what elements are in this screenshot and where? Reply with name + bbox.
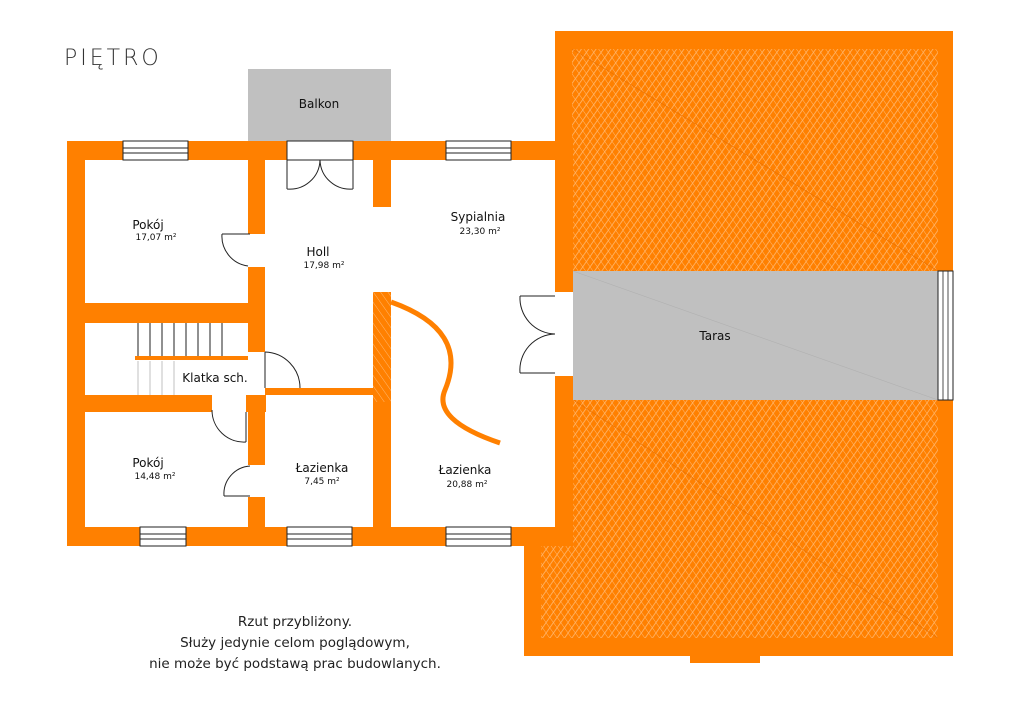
door-klatka (264, 351, 301, 389)
balkon-label: Balkon (299, 97, 339, 111)
disclaimer-line-1: Rzut przybliżony. (237, 614, 353, 630)
stairs (85, 323, 248, 395)
door-lazienka-small (223, 465, 251, 497)
lazienka-small-area: 7,45 m² (304, 477, 340, 487)
holl-label: Holl (306, 245, 329, 259)
balcony-door (286, 140, 354, 190)
door-taras (519, 292, 573, 376)
page-title: PIĘTRO (64, 46, 162, 71)
lazienka-small-label: Łazienka (295, 461, 349, 475)
disclaimer-line-2: Służy jedynie celom poglądowym, (180, 635, 410, 651)
sypialnia-area: 23,30 m² (459, 227, 500, 237)
door-pokoj-bottom-top (211, 409, 247, 443)
door-pokoj-top (221, 233, 250, 267)
sypialnia-label: Sypialnia (451, 210, 506, 224)
pokoj-bottom-label: Pokój (132, 456, 163, 470)
balkon-area (248, 69, 391, 141)
disclaimer: Rzut przybliżony. Służy jedynie celom po… (100, 612, 490, 675)
pokoj-bottom-area: 14,48 m² (134, 472, 175, 482)
curved-partition (390, 299, 501, 446)
pokoj-top-area: 17,07 m² (135, 233, 176, 243)
disclaimer-line-3: nie może być podstawą prac budowlanych. (149, 656, 441, 672)
klatka-label: Klatka sch. (182, 371, 247, 385)
pokoj-top-label: Pokój (132, 218, 163, 232)
holl-area: 17,98 m² (303, 261, 344, 271)
windows (122, 140, 512, 547)
lazienka-big-label: Łazienka (438, 463, 492, 477)
lazienka-big-area: 20,88 m² (446, 480, 487, 490)
taras-label: Taras (698, 329, 730, 343)
